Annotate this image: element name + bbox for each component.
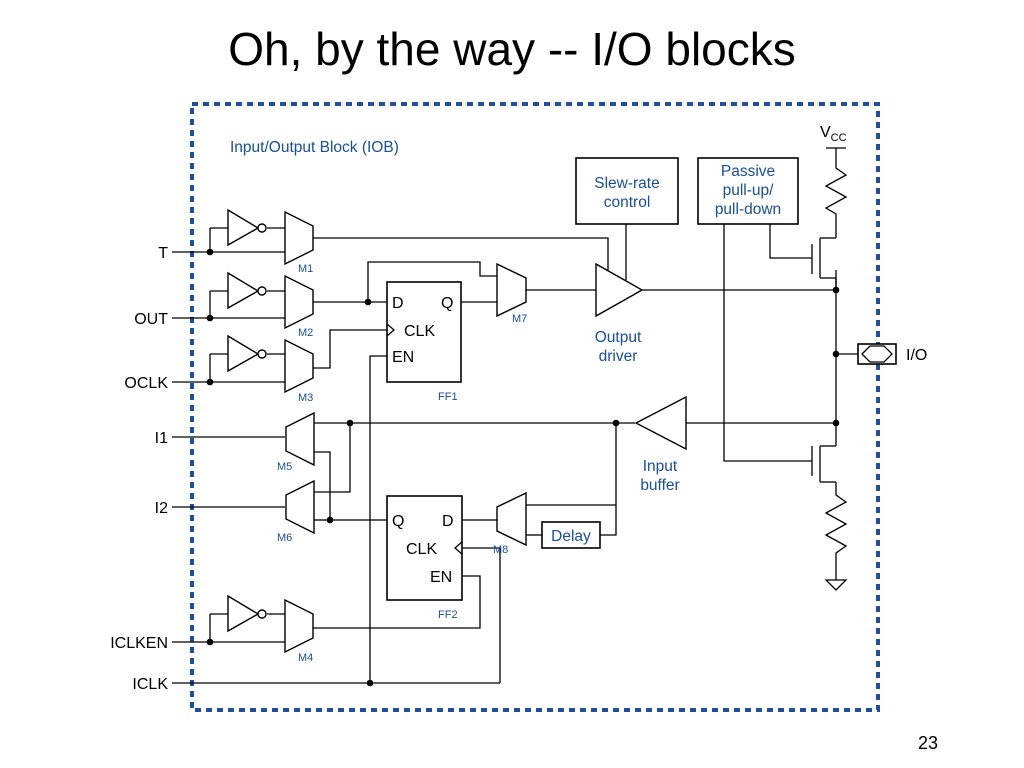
iob-border <box>190 102 880 712</box>
mux-m4 <box>284 598 314 654</box>
pull-label-2: pull-up/ <box>723 182 775 199</box>
ff1-en-pin: EN <box>392 349 414 366</box>
mux-m1 <box>284 210 314 266</box>
input-label-iclk: ICLK <box>132 676 168 693</box>
input-buffer-symbol <box>634 395 687 451</box>
output-driver-label-2: driver <box>599 348 638 365</box>
input-label-t: T <box>158 245 168 262</box>
io-pad-arrows <box>861 345 893 363</box>
slide-title: Oh, by the way -- I/O blocks <box>228 23 796 75</box>
inverter-out <box>227 271 267 310</box>
slew-rate-label-2: control <box>604 194 651 211</box>
pull-label-1: Passive <box>721 163 775 180</box>
input-buffer-label-1: Input <box>643 458 678 475</box>
mux-label-m5: M5 <box>277 461 292 473</box>
output-driver-label-1: Output <box>595 329 642 346</box>
mux-m3 <box>284 338 314 394</box>
mux-label-m3: M3 <box>298 392 313 404</box>
mux-label-m4: M4 <box>298 652 313 664</box>
ff1-clk-pin: CLK <box>404 323 435 340</box>
input-label-i1: I1 <box>155 430 168 447</box>
ff2-en-pin: EN <box>430 569 452 586</box>
mux-label-m7: M7 <box>512 313 527 325</box>
flip-flop-ff2: Q D CLK EN <box>386 495 463 601</box>
ff2-label: FF2 <box>438 609 458 621</box>
slew-rate-box <box>575 157 679 225</box>
inverter-oclk <box>227 334 267 373</box>
mux-label-m6: M6 <box>277 532 292 544</box>
mux-m8 <box>496 491 527 547</box>
input-label-out: OUT <box>134 311 168 328</box>
mux-label-m2: M2 <box>298 327 313 339</box>
mux-label-m8: M8 <box>493 544 508 556</box>
slew-rate-label-1: Slew-rate <box>594 175 659 192</box>
inverter-t <box>227 208 267 247</box>
ff1-label: FF1 <box>438 391 458 403</box>
page-number: 23 <box>917 733 938 753</box>
ff1-q-pin: Q <box>441 295 453 312</box>
mux-m6 <box>285 479 315 535</box>
mux-m7 <box>496 262 527 318</box>
input-label-oclk: OCLK <box>124 375 168 392</box>
input-label-iclken: ICLKEN <box>110 635 168 652</box>
delay-label: Delay <box>551 528 591 545</box>
pull-resistor-box <box>697 157 799 225</box>
ff2-d-pin: D <box>442 513 454 530</box>
ff1-d-pin: D <box>392 295 404 312</box>
mux-m5 <box>285 411 315 467</box>
output-driver-symbol <box>595 262 644 318</box>
wires <box>172 147 858 684</box>
delay-box <box>541 521 601 549</box>
input-buffer-label-2: buffer <box>640 477 679 494</box>
ff2-clk-pin: CLK <box>406 541 437 558</box>
junction-dots <box>206 248 840 687</box>
input-label-i2: I2 <box>155 500 168 517</box>
vcc-label: VCC <box>820 124 847 144</box>
io-pad-box <box>857 343 897 365</box>
io-pad-label: I/O <box>906 347 927 364</box>
ff2-q-pin: Q <box>392 513 404 530</box>
flip-flop-ff1: D Q CLK EN <box>386 281 462 383</box>
mux-m2 <box>284 274 314 330</box>
pull-label-3: pull-down <box>715 201 781 218</box>
iob-label: Input/Output Block (IOB) <box>230 139 399 156</box>
mux-label-m1: M1 <box>298 263 313 275</box>
inverter-iclken <box>227 594 267 633</box>
